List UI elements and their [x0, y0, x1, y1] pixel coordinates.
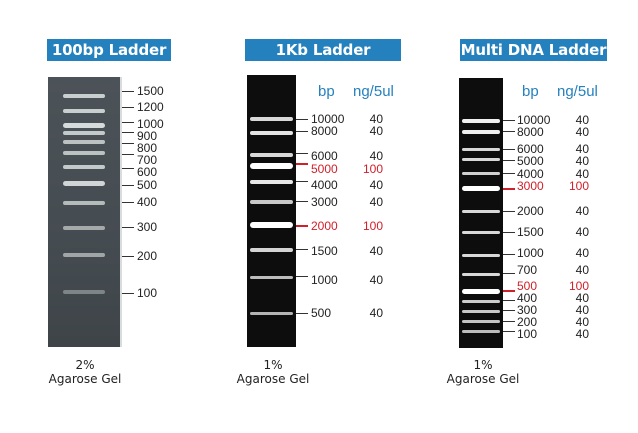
gel-type-label: Agarose Gel: [446, 372, 520, 386]
band-label: 1000: [311, 273, 338, 287]
column-header-ng: ng/5ul: [353, 83, 394, 100]
band-label: 3000: [311, 195, 338, 209]
band-label: 10000: [517, 113, 551, 127]
band-mass: 40: [575, 204, 589, 218]
band-label: 900: [137, 129, 158, 143]
panel-title-1kb: 1Kb Ladder: [245, 39, 401, 61]
band-label: 800: [137, 141, 158, 155]
gel-percent: 1%: [473, 358, 493, 372]
band-mass-highlight: 100: [568, 179, 589, 193]
band-mass: 40: [575, 263, 589, 277]
band-mass-highlight: 100: [362, 162, 383, 176]
band-mass: 40: [575, 142, 589, 156]
band-mass: 40: [575, 303, 589, 317]
band-label: 200: [517, 315, 538, 329]
band-label: 10000: [311, 112, 345, 126]
band-mass: 40: [575, 246, 589, 260]
band-label: 300: [517, 303, 538, 317]
band-mass: 40: [575, 154, 589, 168]
band-label: 4000: [517, 167, 544, 181]
band-mass: 40: [369, 178, 383, 192]
band-mass: 40: [369, 244, 383, 258]
band-mass: 40: [575, 315, 589, 329]
band-label: 200: [137, 249, 158, 263]
band-mass: 40: [575, 167, 589, 181]
band-label: 100: [517, 327, 538, 341]
band-mass: 40: [369, 306, 383, 320]
band-label-highlight: 500: [517, 279, 538, 293]
band-label: 600: [137, 165, 158, 179]
band-mass: 40: [575, 225, 589, 239]
band-label: 6000: [311, 149, 338, 163]
gel-percent: 2%: [75, 358, 95, 372]
band-mass: 40: [369, 195, 383, 209]
band-label: 700: [517, 263, 538, 277]
band-label: 1500: [137, 84, 164, 98]
band-label: 1200: [137, 100, 164, 114]
column-header-bp: bp: [522, 83, 539, 100]
band-mass: 40: [575, 327, 589, 341]
band-mass: 40: [575, 125, 589, 139]
band-mass-highlight: 100: [568, 279, 589, 293]
band-label: 500: [311, 306, 332, 320]
band-label: 700: [137, 153, 158, 167]
band-label: 500: [137, 178, 158, 192]
column-header-bp: bp: [318, 83, 335, 100]
band-label-highlight: 5000: [311, 162, 338, 176]
band-mass-highlight: 100: [362, 219, 383, 233]
band-label: 400: [517, 291, 538, 305]
gel-type-label: Agarose Gel: [48, 372, 122, 386]
band-mass: 40: [369, 124, 383, 138]
panel-title-multi: Multi DNA Ladder: [460, 39, 607, 61]
band-mass: 40: [369, 112, 383, 126]
band-label: 8000: [517, 125, 544, 139]
gel-caption-multi: 1% Agarose Gel: [438, 358, 528, 386]
band-label: 1500: [311, 244, 338, 258]
band-mass: 40: [575, 113, 589, 127]
band-label-highlight: 3000: [517, 179, 544, 193]
gel-image-multi: [459, 78, 503, 348]
band-mass: 40: [575, 291, 589, 305]
band-mass: 40: [369, 149, 383, 163]
panel-title-100bp: 100bp Ladder: [47, 39, 171, 61]
gel-caption-1kb: 1% Agarose Gel: [228, 358, 318, 386]
band-label: 8000: [311, 124, 338, 138]
band-label: 4000: [311, 178, 338, 192]
band-label: 5000: [517, 154, 544, 168]
gel-percent: 1%: [263, 358, 283, 372]
band-label: 1000: [517, 246, 544, 260]
gel-caption-100bp: 2% Agarose Gel: [40, 358, 130, 386]
gel-type-label: Agarose Gel: [236, 372, 310, 386]
column-header-ng: ng/5ul: [557, 83, 598, 100]
band-label: 6000: [517, 142, 544, 156]
band-label: 400: [137, 195, 158, 209]
gel-image-1kb: [247, 75, 296, 347]
gel-image-100bp: [48, 77, 120, 347]
band-label: 300: [137, 220, 158, 234]
band-label-highlight: 2000: [311, 219, 338, 233]
band-label: 100: [137, 286, 158, 300]
band-label: 1500: [517, 225, 544, 239]
band-label: 1000: [137, 117, 164, 131]
band-mass: 40: [369, 273, 383, 287]
band-label: 2000: [517, 204, 544, 218]
